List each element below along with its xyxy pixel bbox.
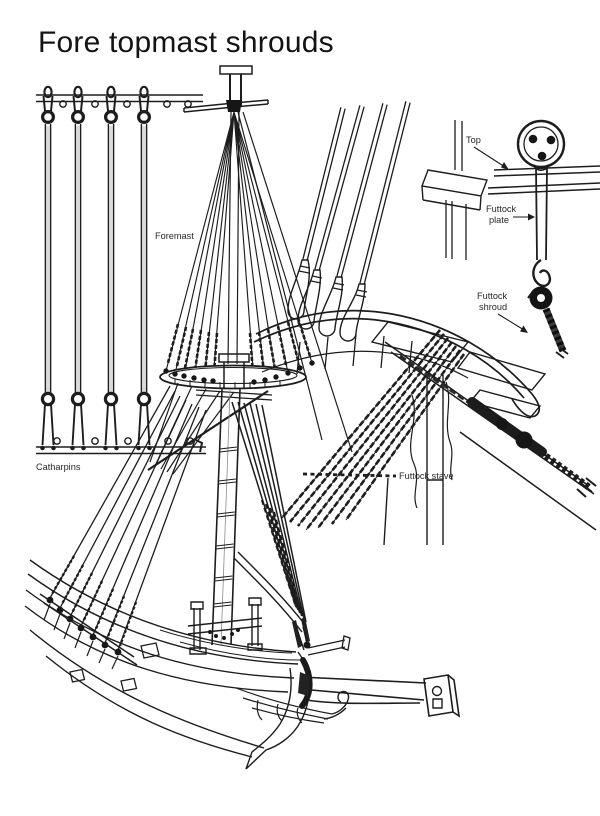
bow-bulwark-rail <box>233 551 310 651</box>
top-platform-outer <box>159 364 307 390</box>
shroud-label-arrow <box>497 313 525 331</box>
platform-rim-ticks <box>174 379 281 389</box>
plate-hook <box>532 258 552 287</box>
shroud-bottom-eye <box>103 391 119 407</box>
mast-seam <box>220 389 231 646</box>
block-round-hole <box>431 685 443 697</box>
label-foremast: Foremast <box>155 231 194 241</box>
shroud-core-shading <box>46 126 146 392</box>
futtock-plate-strap <box>533 164 549 261</box>
thimble-seizing <box>527 289 535 299</box>
page-title: Fore topmast shrouds <box>38 26 334 59</box>
shroud-eye-2 <box>297 269 322 330</box>
shroud-link-chains <box>166 317 312 375</box>
hounds-block <box>226 100 242 112</box>
futtock-plate-detail <box>487 119 600 359</box>
bitt-posts <box>189 597 263 655</box>
shroud-top-legs <box>42 95 150 112</box>
eye-seizings <box>298 265 368 298</box>
label-futtock-plate-line2: plate <box>489 215 509 225</box>
served-shroud-outline <box>384 341 597 531</box>
label-futtock-shroud-line2: shroud <box>479 302 507 312</box>
label-futtock-plate-line1: Futtock <box>486 204 517 214</box>
shroud-top-eye <box>70 109 85 124</box>
port-lower-shrouds <box>49 385 207 651</box>
inset-shroud-lines <box>302 101 411 285</box>
top-label-arrow <box>473 146 506 168</box>
futtock-stave-dotted <box>302 472 397 478</box>
thimble-hole <box>537 294 545 302</box>
topmast-shroud-fan <box>165 111 313 383</box>
deck-lines <box>159 629 301 661</box>
label-catharpins: Catharpins <box>36 462 81 472</box>
shroud-bottom-eye <box>70 391 86 407</box>
top-label-arrowhead <box>501 162 509 170</box>
deadeye-holes <box>528 134 556 161</box>
shroud-label-arrowhead <box>520 325 528 333</box>
shroud-top-eye <box>103 109 118 124</box>
left-detail-rail-rings <box>53 100 194 445</box>
shroud-bottom-eye <box>136 391 152 407</box>
headrails <box>235 687 333 724</box>
shroud-bottom-eye <box>40 391 56 407</box>
starboard-bundle-texture <box>260 499 304 617</box>
mast-base-pins <box>208 628 240 640</box>
top-platform-inner <box>168 366 298 385</box>
trestletree-posts <box>445 120 467 260</box>
shroud-eye-4 <box>339 283 366 342</box>
beam-end-block <box>423 674 461 718</box>
shroud-eye-3 <box>318 276 344 337</box>
futtock-rope-fray <box>555 347 569 359</box>
left-detail-rails <box>36 94 206 455</box>
left-detail-shroud-gang <box>36 85 206 455</box>
shroud-top-eye <box>137 109 152 124</box>
mast-foot-beams <box>187 617 263 635</box>
deadeye-outer <box>516 119 566 169</box>
lower-masthead <box>218 353 250 388</box>
lower-mast <box>211 388 241 646</box>
bowsprit-beam <box>299 676 427 705</box>
label-futtock-shroud-line1: Futtock <box>477 291 508 301</box>
shroud-knob-small <box>496 418 508 430</box>
futtock-bundle-rope-texture <box>281 329 466 531</box>
top-rim-inset <box>253 101 597 546</box>
futtock-shroud-rope-lay <box>542 307 567 353</box>
cathead-beam <box>307 635 351 656</box>
bulwark-foot-blob <box>303 641 311 649</box>
served-shroud-hatch-lower <box>537 449 593 491</box>
hanging-knees <box>410 381 453 509</box>
trestletree-beam-upper <box>421 169 488 211</box>
figurehead-scroll <box>323 690 350 720</box>
deadeye-inner <box>523 126 559 162</box>
plate-label-arrowhead <box>528 213 535 221</box>
rim-stanchions <box>296 333 413 375</box>
shroud-top-eye <box>40 109 55 124</box>
futtock-stave-bar <box>147 390 269 471</box>
backstays <box>237 111 353 453</box>
label-top: Top <box>466 135 481 145</box>
rim-deadeye-blobs <box>163 360 315 385</box>
shroud-lines <box>44 124 148 393</box>
inset-mast-lines <box>383 372 444 546</box>
topmast-cap <box>219 65 253 75</box>
label-futtock-stave: Futtock stave <box>399 471 454 481</box>
lanyard-legs <box>41 403 151 446</box>
hull-bow-drawing <box>24 551 461 770</box>
hull-sheer-curves <box>24 559 299 758</box>
figure-labels: Foremast Catharpins Top Futtock plate Fu… <box>36 135 535 481</box>
bowsprit-heel-wedge <box>298 672 310 696</box>
shroud-knob-large <box>515 431 533 449</box>
gunports <box>69 642 160 692</box>
rope-end-fray <box>576 477 597 498</box>
shroud-top-loops <box>43 85 149 99</box>
block-square-hole <box>432 698 443 709</box>
gammoning-knee <box>299 657 313 709</box>
foremast-drawing <box>39 65 353 670</box>
served-shroud-lay <box>399 354 469 404</box>
wooldings <box>213 446 238 608</box>
